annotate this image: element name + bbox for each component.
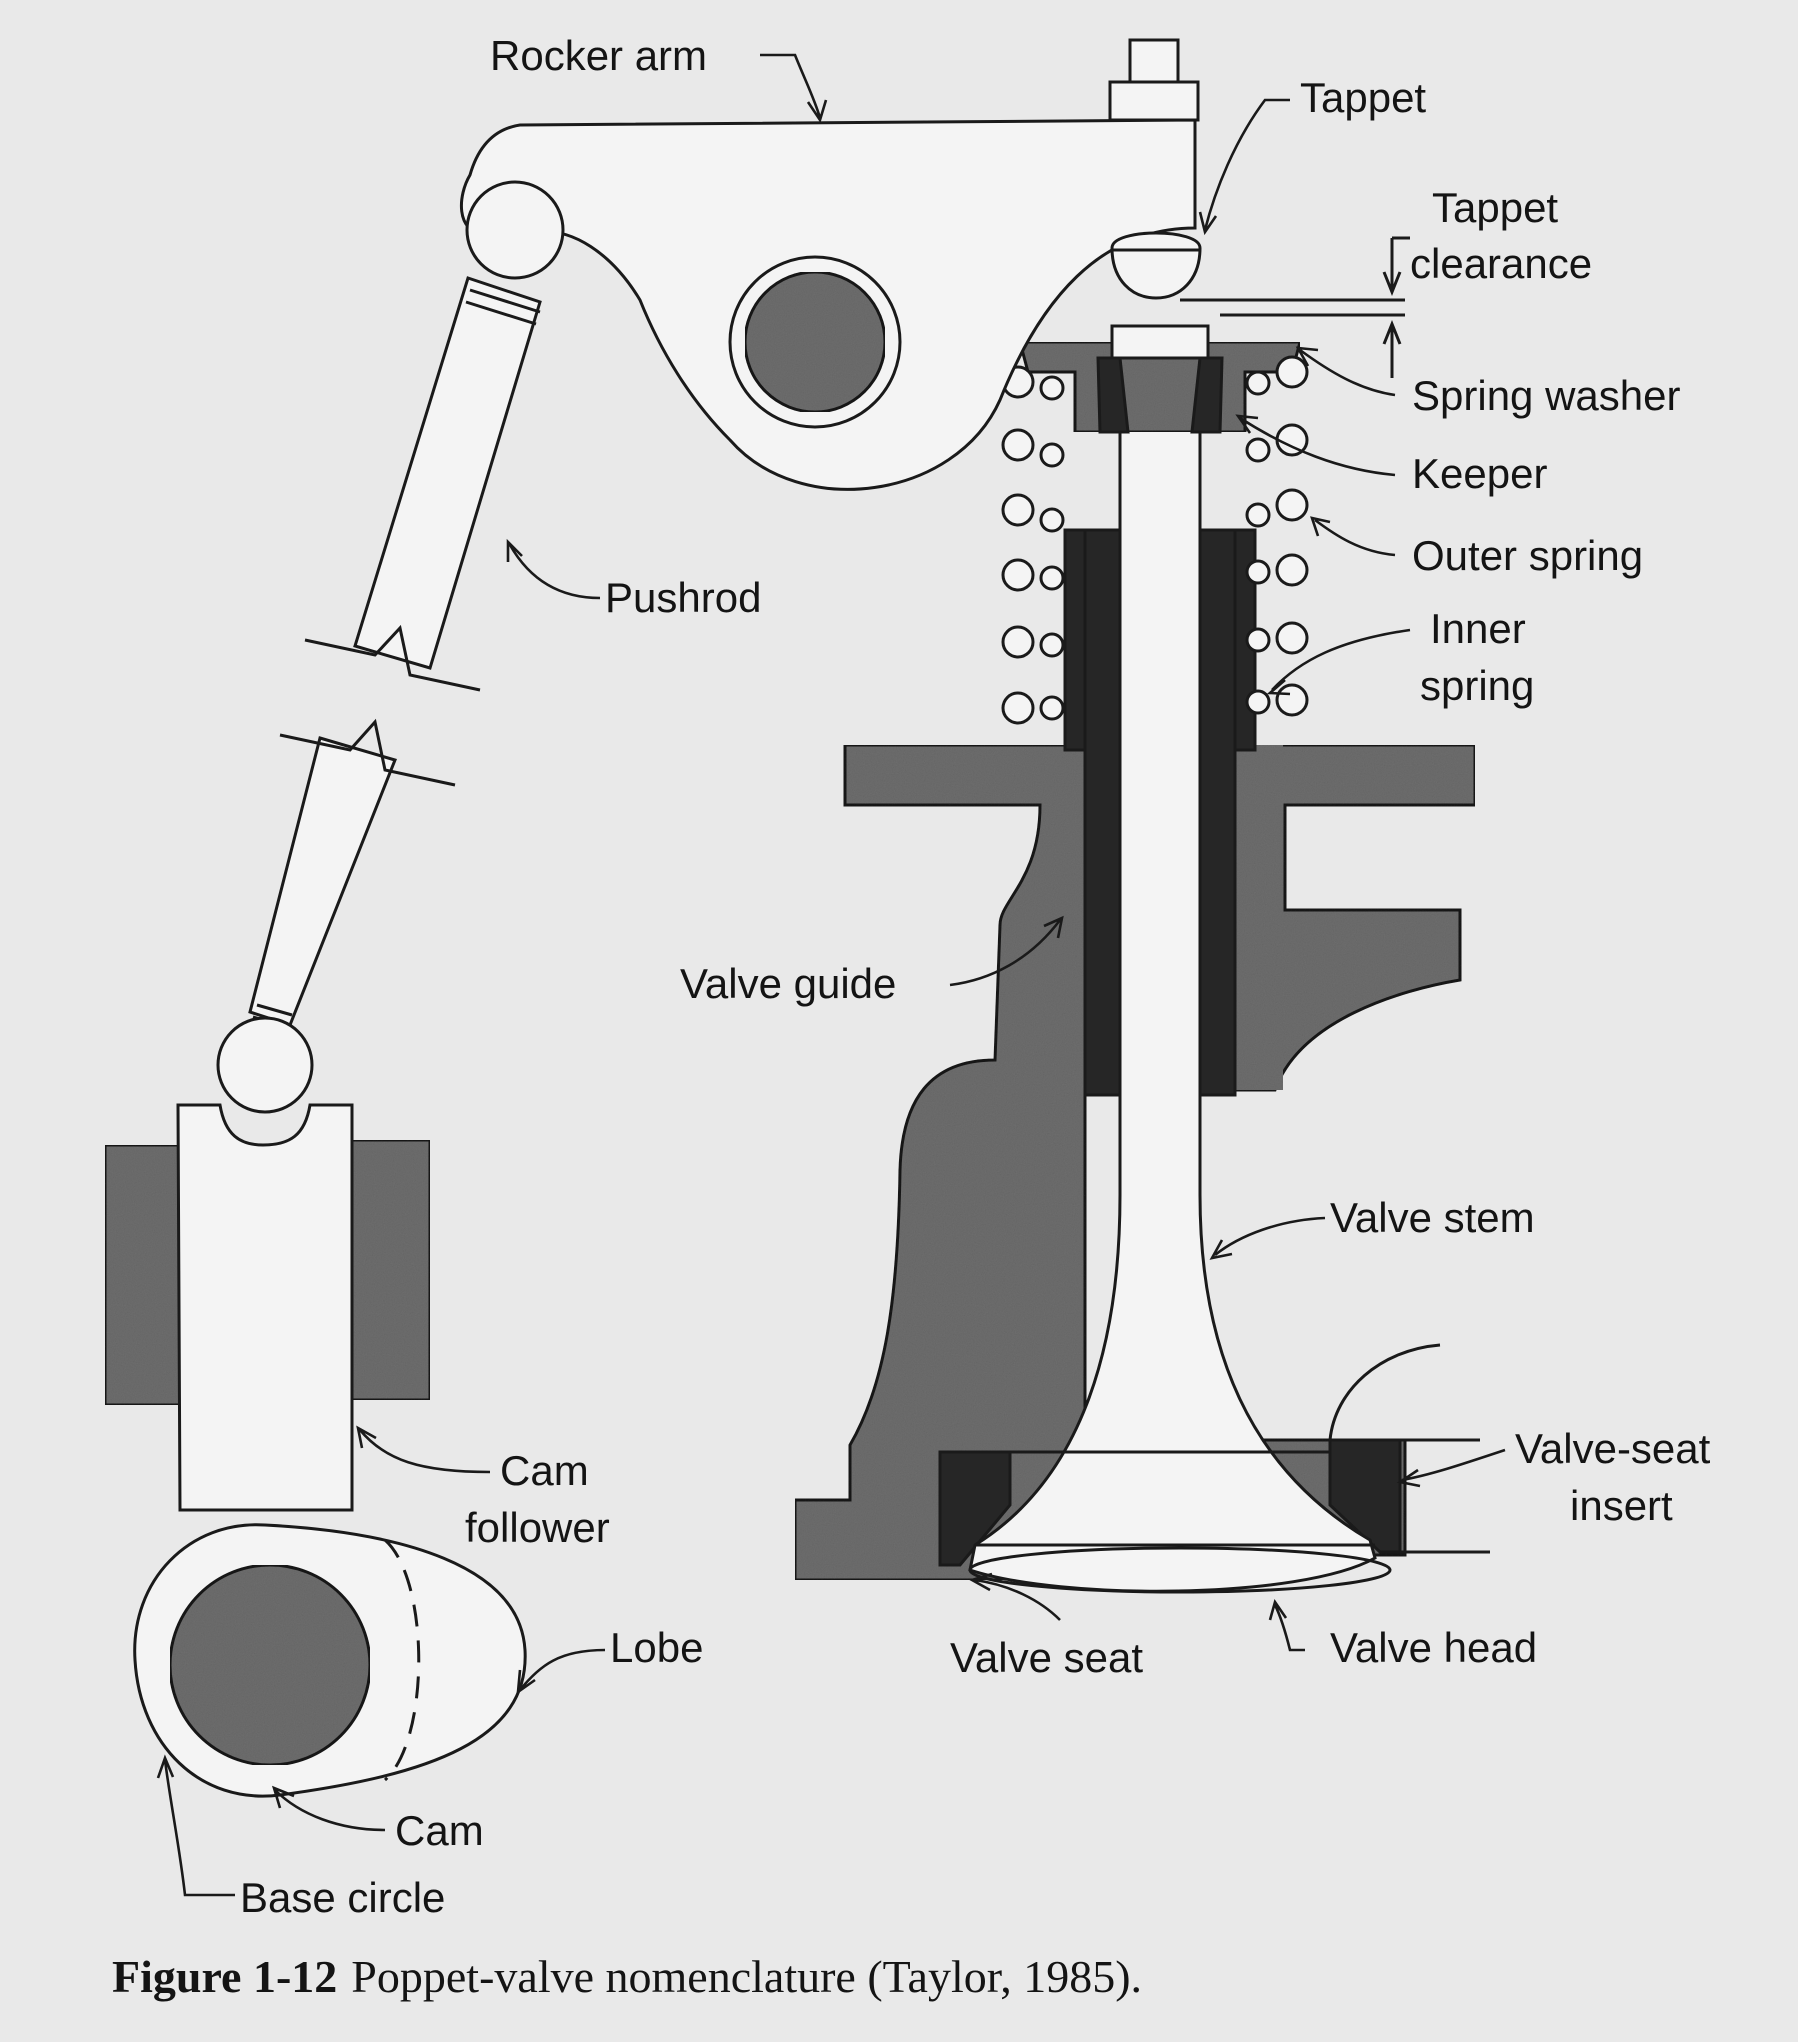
label-valve-seat: Valve seat [950,1634,1143,1681]
label-lobe: Lobe [610,1624,703,1671]
valve-guide-left [1083,528,1122,1097]
pushrod-break-upper [304,624,481,692]
label-cam-follower-line2: follower [465,1504,610,1551]
pushrod-break-lower [279,718,456,787]
label-cam: Cam [395,1807,484,1854]
inner-spring [1039,370,1271,721]
label-valve-head: Valve head [1330,1624,1537,1671]
follower-guide-right [348,1138,432,1402]
outer-spring [1001,355,1309,725]
label-outer-spring: Outer spring [1412,532,1643,579]
rocker-shaft [743,270,887,414]
spring-washer [1018,340,1302,434]
lock-nut [1108,80,1200,122]
label-spring-washer: Spring washer [1412,372,1680,419]
keeper-right [1190,356,1224,434]
pushrod-lower [248,736,398,1027]
combustion-chamber-curve [1328,1343,1441,1441]
valve-seat-insert-left [938,1450,1012,1567]
label-inner-spring-line2: spring [1420,662,1534,709]
adjusting-screw [1128,38,1180,87]
label-pushrod: Pushrod [605,574,761,621]
valve-stem-tip [1110,324,1210,360]
label-valve-guide: Valve guide [680,960,896,1007]
figure-number: Figure 1-12 [112,1951,338,2002]
label-valve-seat-insert-line1: Valve-seat [1515,1425,1711,1472]
valve-guide-collar [1063,528,1257,752]
tappet [1110,231,1202,300]
clearance-arrow-down [1382,238,1402,297]
label-base-circle: Base circle [240,1874,445,1921]
valve-seat-insert-right [1328,1438,1402,1554]
cam-follower [176,1103,354,1512]
valve-head-outline [968,1546,1392,1594]
label-tappet-clearance-line2: clearance [1410,240,1592,287]
figure-caption-text: Poppet-valve nomenclature (Taylor, 1985)… [351,1951,1143,2002]
valve-guide-right [1198,528,1237,1097]
cam-shaft [168,1563,372,1767]
label-tappet-clearance-line1: Tappet [1432,184,1558,231]
clearance-arrow-up [1382,319,1402,378]
figure-caption: Figure 1-12 Poppet-valve nomenclature (Ta… [112,1950,1142,2003]
pushrod-upper [353,276,542,670]
label-inner-spring-line1: Inner [1430,605,1526,652]
pushrod-upper-ball [465,180,565,280]
leader-lines [156,53,1506,1897]
pushrod-lower-ball [216,1016,314,1114]
label-rocker-arm: Rocker arm [490,32,707,79]
base-circle-dashed [384,1538,421,1782]
label-valve-stem: Valve stem [1330,1194,1535,1241]
label-valve-seat-insert-line2: insert [1570,1482,1673,1529]
label-cam-follower-line1: Cam [500,1447,589,1494]
follower-guide-left [103,1143,182,1407]
label-keeper: Keeper [1412,450,1547,497]
label-tappet: Tappet [1300,74,1426,121]
cylinder-head-right-wall [1235,745,1283,1090]
